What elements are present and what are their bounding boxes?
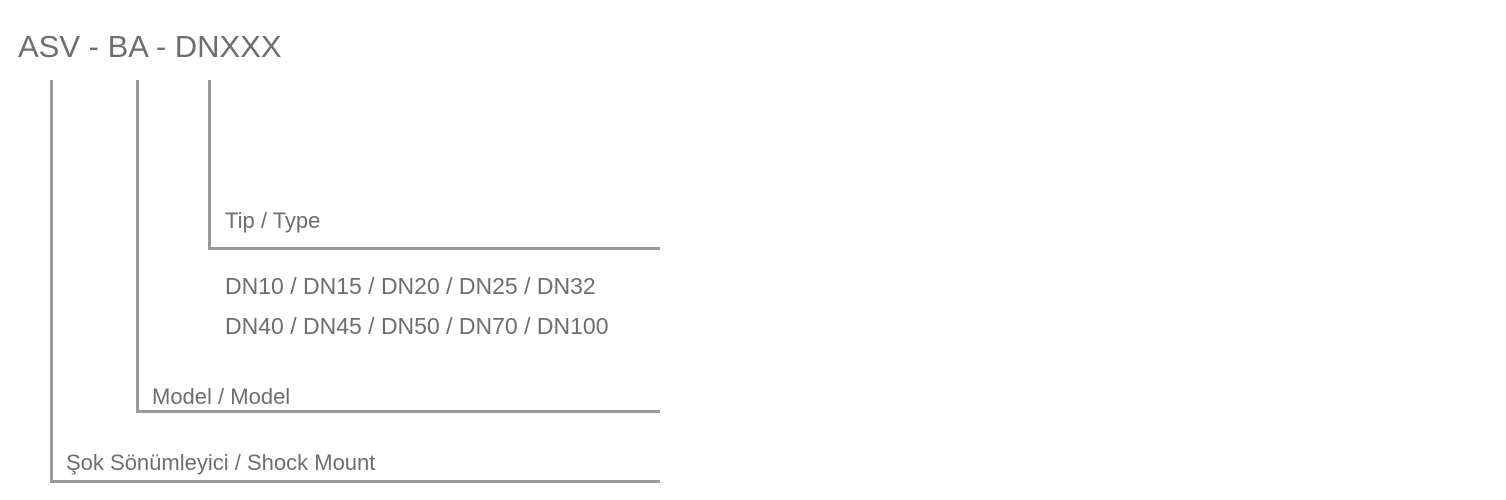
type-label-en: Type bbox=[272, 208, 321, 233]
shock-label-en: Shock Mount bbox=[246, 450, 376, 475]
size-list-row-1: DN10 / DN15 / DN20 / DN25 / DN32 bbox=[225, 273, 596, 299]
shock-mount-label: Şok Sönümleyici / Shock Mount bbox=[66, 452, 375, 474]
separator: / bbox=[254, 208, 273, 233]
type-label-tr: Tip bbox=[225, 208, 255, 233]
connector-line-shock-h bbox=[50, 480, 660, 483]
product-code-title: ASV - BA - DNXXX bbox=[18, 29, 282, 64]
model-label: Model / Model bbox=[152, 386, 290, 408]
model-label-en: Model bbox=[230, 384, 291, 409]
model-label-tr: Model bbox=[152, 384, 212, 409]
connector-line-model bbox=[136, 80, 139, 413]
type-label: Tip / Type bbox=[225, 210, 320, 232]
shock-label-tr: Şok Sönümleyici bbox=[66, 450, 229, 475]
separator: / bbox=[228, 450, 247, 475]
size-list-row-2: DN40 / DN45 / DN50 / DN70 / DN100 bbox=[225, 313, 609, 339]
connector-line-type-h bbox=[208, 247, 660, 250]
connector-line-shock bbox=[50, 80, 53, 483]
connector-line-type bbox=[208, 80, 211, 250]
separator: / bbox=[211, 384, 231, 409]
connector-line-model-h bbox=[136, 410, 660, 413]
